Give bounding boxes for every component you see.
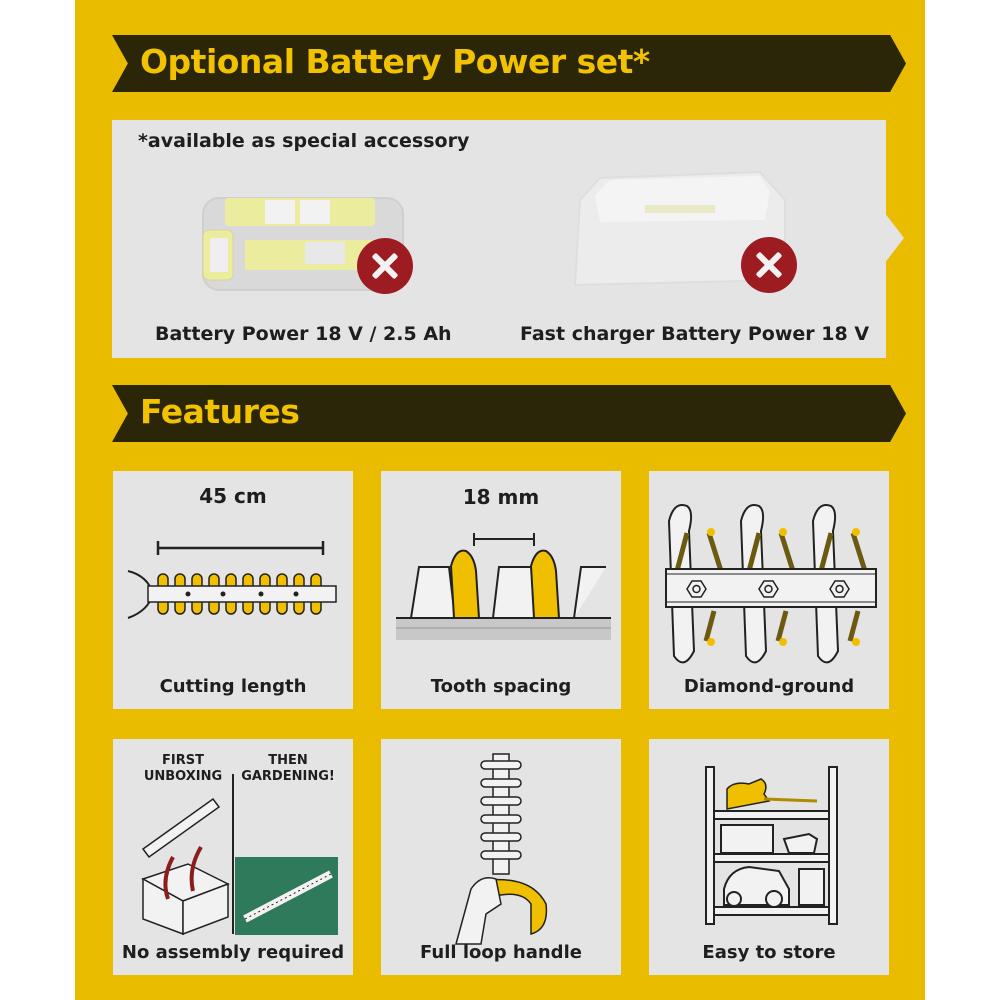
not-included-x-icon [741,237,797,293]
feature-tile-easy-to-store: Easy to store [649,739,889,975]
cutting-length-value: 45 cm [199,484,267,508]
easy-to-store-label: Easy to store [702,942,836,963]
features-banner [112,385,906,442]
diamond-ground-blade-icon [665,504,877,664]
accessory-section-title: Optional Battery Power set* [140,42,650,81]
storage-shelf-icon [705,766,838,925]
not-included-x-icon [357,238,413,294]
blade-length-icon [127,541,337,619]
arrow-right-icon [884,212,904,264]
no-assembly-label: No assembly required [121,942,345,963]
tooth-spacing-label: Tooth spacing [430,676,572,697]
unboxing-icon [141,774,338,936]
cutting-length-label: Cutting length [159,676,307,697]
feature-tile-cutting-length: 45 cm Cutting length [113,471,353,709]
feature-tile-tooth-spacing: 18 mm Tooth spacing [381,471,621,709]
accessory-banner [112,35,906,92]
tooth-spacing-value: 18 mm [462,485,540,509]
tooth-spacing-icon [396,533,611,640]
accessory-note: *available as special accessory [138,130,470,152]
feature-tile-diamond-ground: Diamond-ground [649,471,889,709]
features-section-title: Features [140,392,300,431]
feature-tile-full-loop-handle: Full loop handle [381,739,621,975]
fast-charger-image [573,170,786,287]
feature-tile-no-assembly: FIRST UNBOXING THEN GARDENING! No assemb… [113,739,353,975]
first-unboxing-text: FIRST UNBOXING [143,753,223,784]
full-loop-handle-label: Full loop handle [420,942,582,963]
battery-label: Battery Power 18 V / 2.5 Ah [155,323,452,345]
charger-label: Fast charger Battery Power 18 V [520,323,870,345]
diamond-ground-label: Diamond-ground [683,676,855,697]
loop-handle-icon [455,753,548,945]
then-gardening-text: THEN GARDENING! [241,753,335,784]
